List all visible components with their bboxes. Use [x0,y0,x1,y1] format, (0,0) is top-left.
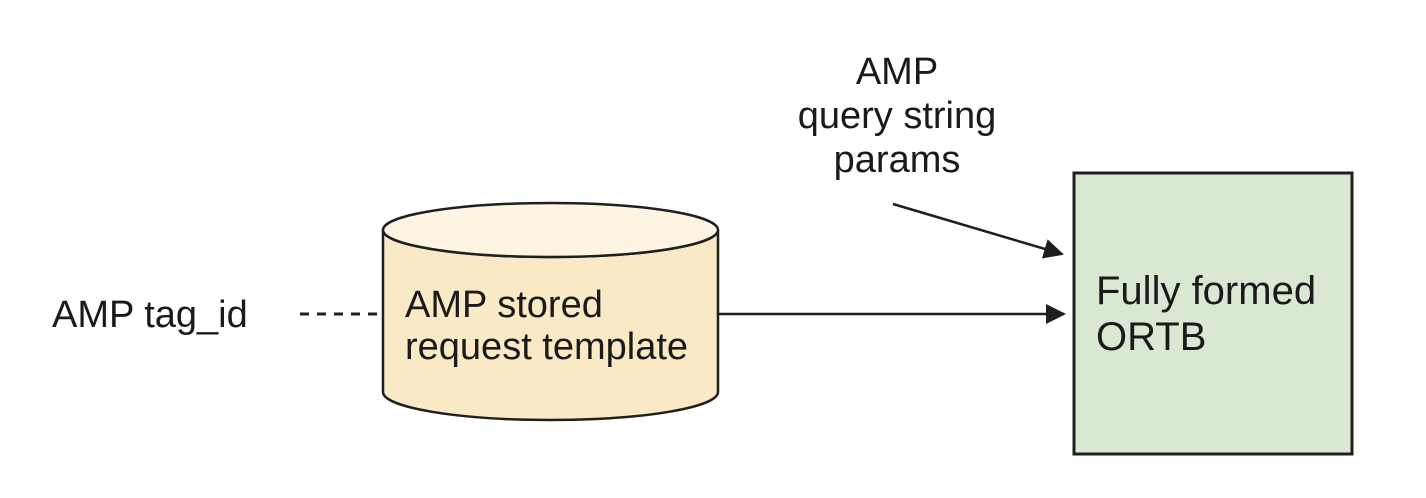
stored-request-template-cylinder [381,201,720,422]
fully-formed-ortb-box [1072,171,1354,456]
amp-tag-id-text: AMP tag_id [52,294,248,336]
query-params-line: AMP [855,51,939,93]
query-params-label: AMP query string params [747,50,1047,182]
amp-tag-id-label: AMP tag_id [52,293,248,337]
fully-formed-ortb-line: ORTB [1096,315,1207,359]
querystring-to-ortb-arrow [892,202,1064,259]
fully-formed-ortb-label: Fully formed ORTB [1096,268,1316,360]
fully-formed-ortb-line: Fully formed [1096,269,1317,313]
stored-request-template-label: AMP stored request template [405,284,688,368]
query-params-line: query string [797,95,997,137]
stored-request-template-line: request template [405,326,689,368]
query-params-line: params [833,139,961,181]
stored-request-template-line: AMP stored [405,284,603,326]
cylinder-top-shape [381,201,720,259]
